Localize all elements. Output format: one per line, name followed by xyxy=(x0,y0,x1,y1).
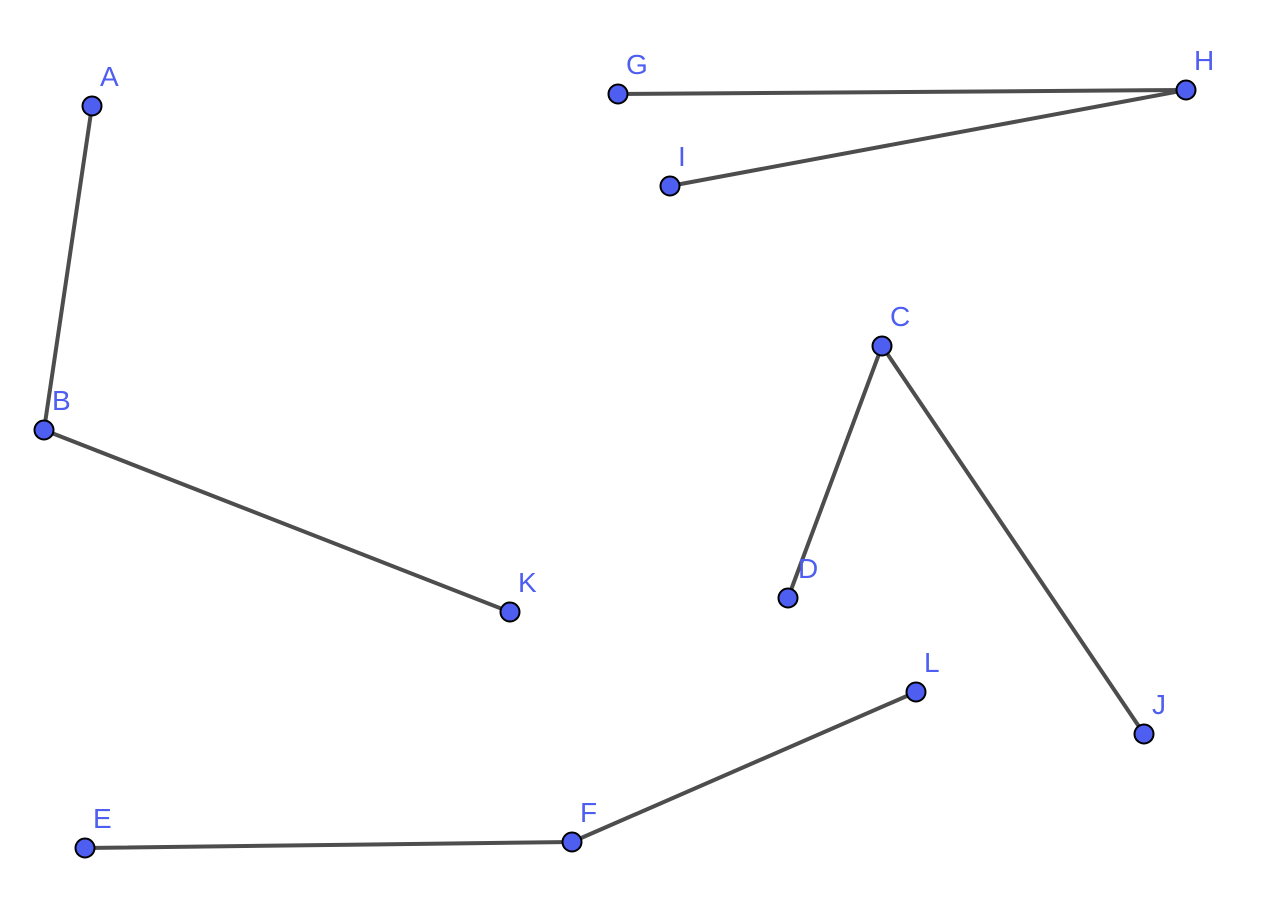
point-label-l: L xyxy=(924,647,940,678)
point-d[interactable] xyxy=(777,587,799,609)
point-e[interactable] xyxy=(74,837,96,859)
point-label-a: A xyxy=(100,61,119,92)
segment-cd[interactable] xyxy=(786,344,884,600)
segment-bk[interactable] xyxy=(42,428,512,614)
segments-layer xyxy=(42,88,1188,850)
point-j[interactable] xyxy=(1133,723,1155,745)
point-k[interactable] xyxy=(499,601,521,623)
point-label-b: B xyxy=(52,385,71,416)
segment-cj[interactable] xyxy=(880,344,1146,736)
point-label-i: I xyxy=(678,141,686,172)
point-label-h: H xyxy=(1194,45,1214,76)
point-label-j: J xyxy=(1152,689,1166,720)
point-label-f: F xyxy=(580,797,597,828)
point-label-c: C xyxy=(890,301,910,332)
segment-gh[interactable] xyxy=(616,88,1188,96)
point-a[interactable] xyxy=(81,95,103,117)
point-b[interactable] xyxy=(33,419,55,441)
labels-layer: A B C D E F G H I J K L xyxy=(52,45,1214,834)
point-l[interactable] xyxy=(905,681,927,703)
point-i[interactable] xyxy=(659,175,681,197)
point-label-d: D xyxy=(798,553,818,584)
point-g[interactable] xyxy=(607,83,629,105)
point-c[interactable] xyxy=(871,335,893,357)
point-label-e: E xyxy=(93,803,112,834)
point-h[interactable] xyxy=(1175,79,1197,101)
segment-hi[interactable] xyxy=(668,88,1188,188)
points-layer xyxy=(33,79,1197,859)
point-label-k: K xyxy=(518,567,537,598)
segment-ab[interactable] xyxy=(42,104,94,432)
point-label-g: G xyxy=(626,49,648,80)
segment-ef[interactable] xyxy=(83,840,574,850)
point-f[interactable] xyxy=(561,831,583,853)
segment-fl[interactable] xyxy=(570,690,918,844)
